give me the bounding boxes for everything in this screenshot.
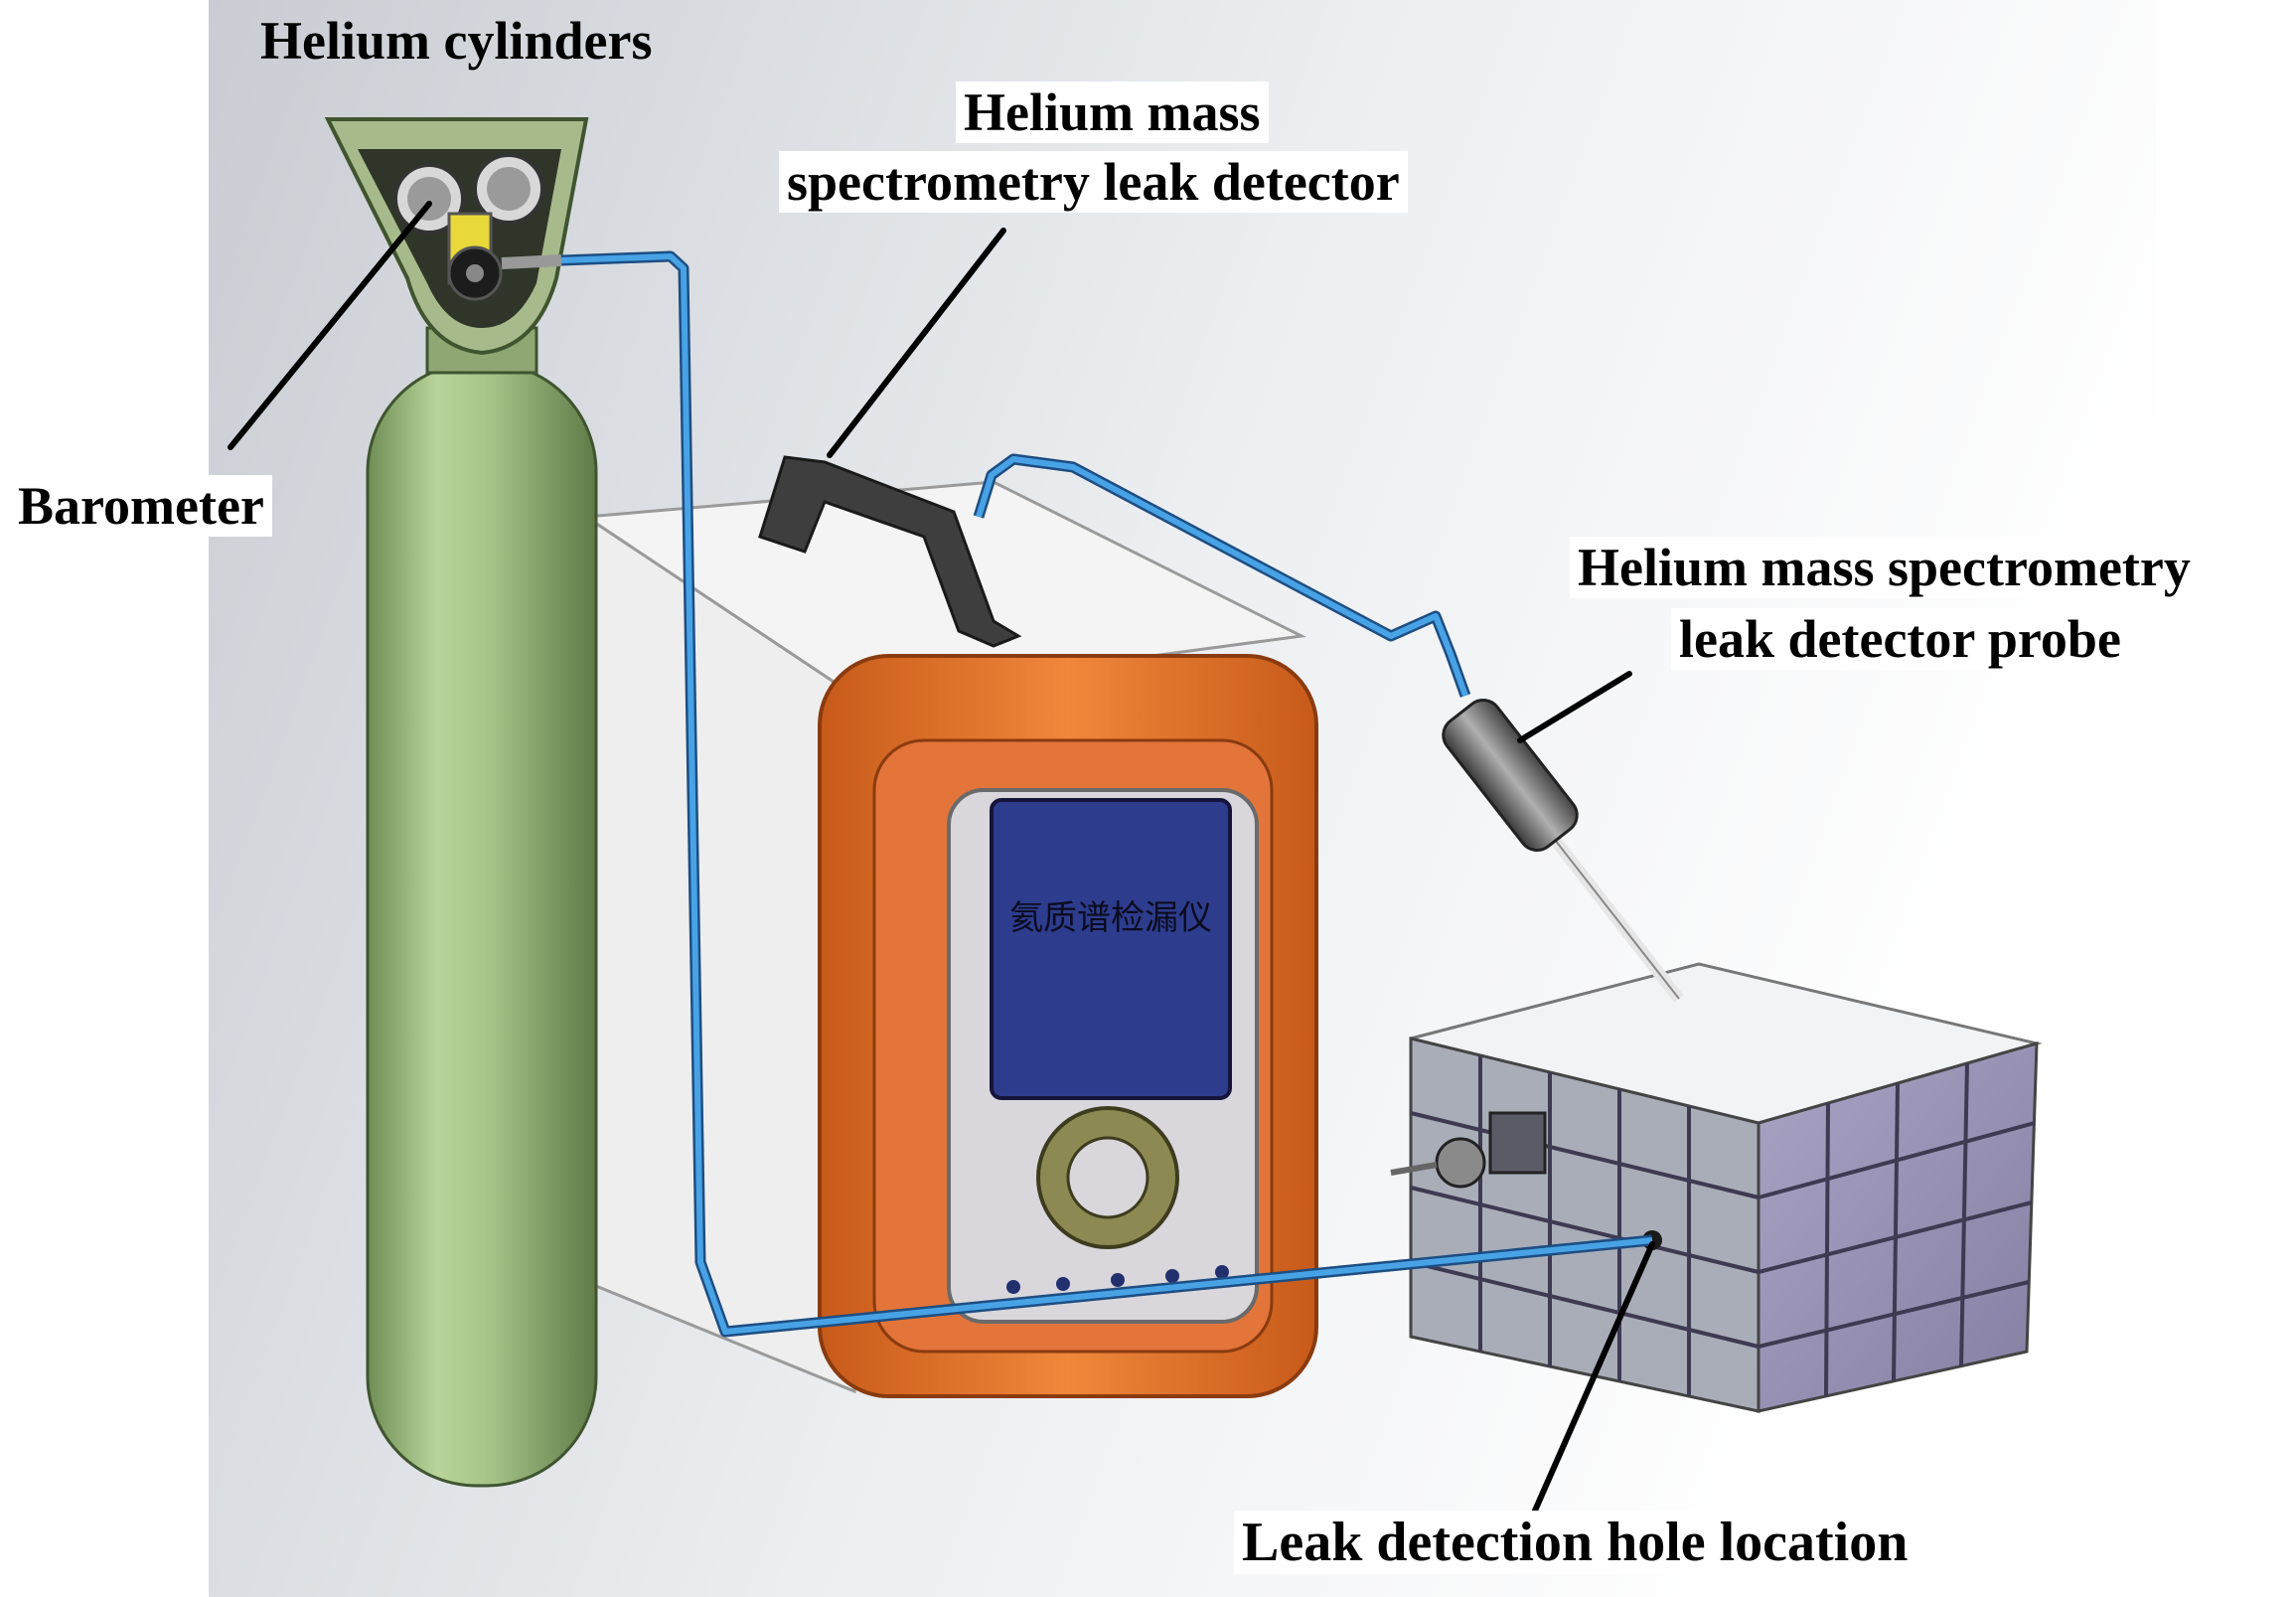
indicator-dot [1111, 1273, 1125, 1287]
box-grid-lines [1410, 1055, 2036, 1397]
indicator-dots [1006, 1265, 1229, 1294]
leader-hole [1532, 1241, 1655, 1514]
label-hole-location: Leak detection hole location [1234, 1511, 1916, 1575]
control-ring-center[interactable] [1066, 1136, 1149, 1219]
leader-lines [228, 201, 1655, 1514]
probe-body [1442, 699, 1579, 852]
label-probe-line1: Helium mass spectrometry [1570, 537, 2199, 599]
label-probe-line2: leak detector probe [1671, 608, 2129, 671]
hose-detector-to-probe-highlight [976, 456, 1468, 698]
pressure-gauge-icon [393, 153, 544, 235]
control-ring[interactable] [1036, 1106, 1179, 1249]
leader-probe [1517, 671, 1632, 743]
label-barometer: Barometer [10, 475, 272, 538]
label-detector-line2: spectrometry leak detector [779, 151, 1408, 214]
detector-probe [1442, 699, 1684, 1003]
indicator-dot [1165, 1269, 1179, 1283]
leader-detector [827, 228, 1006, 458]
probe-needle-edge [1554, 839, 1680, 1000]
indicator-dot [1056, 1277, 1070, 1291]
helium-hoses [560, 250, 1653, 1338]
indicator-dot [1006, 1280, 1020, 1294]
screen-caption: 氦质谱检漏仪 [1009, 898, 1212, 938]
label-detector-line1: Helium mass [956, 81, 1269, 144]
cylinder-body [366, 361, 598, 1488]
label-helium-cylinders: Helium cylinders [260, 11, 653, 71]
leak-detector-unit: 氦质谱检漏仪 [581, 455, 1318, 1398]
valve-icon [447, 245, 503, 301]
helium-cylinder [324, 117, 598, 1488]
indicator-dot [1215, 1265, 1229, 1279]
box-connector [1390, 1111, 1547, 1189]
carry-handle[interactable] [758, 455, 1022, 648]
detector-screen [990, 798, 1232, 1100]
test-box [1390, 962, 2043, 1413]
leader-barometer [228, 201, 432, 450]
hose-cylinder-to-hole-highlight [560, 253, 1653, 1335]
outlet-nozzle [501, 254, 562, 269]
